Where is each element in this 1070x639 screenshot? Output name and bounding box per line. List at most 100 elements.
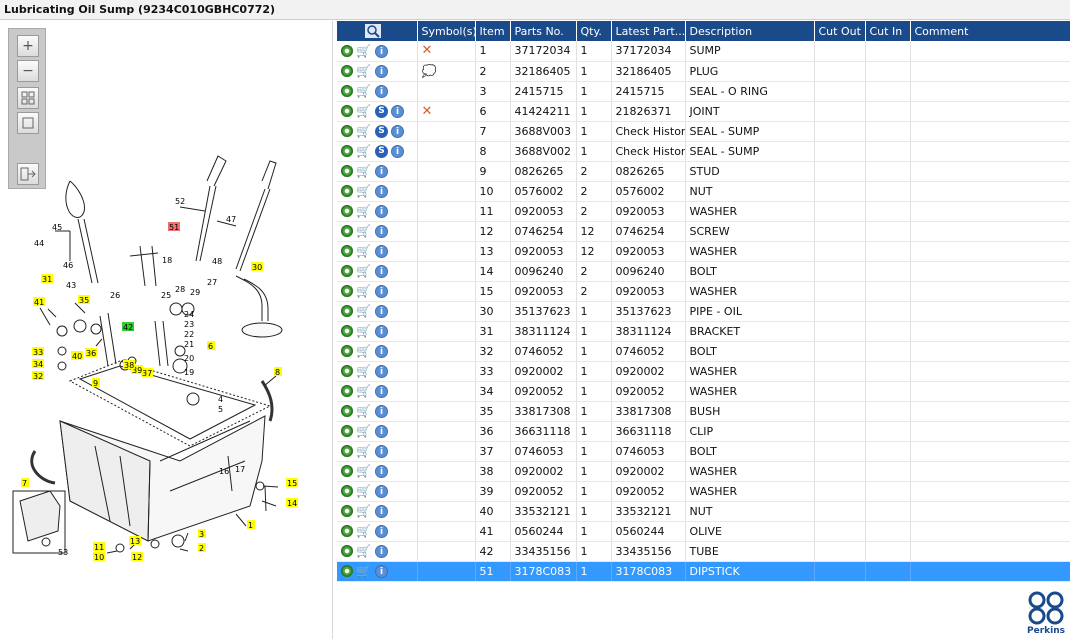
callout-16[interactable]: 16 [219,467,229,476]
note-bubble-icon[interactable]: 💭 [421,64,437,78]
callout-12[interactable]: 12 [132,553,142,562]
callout-1[interactable]: 1 [248,521,253,530]
info-icon[interactable]: i [375,184,388,198]
settings-gear-icon[interactable] [341,85,353,98]
info-icon[interactable]: i [375,324,388,338]
info-icon[interactable]: i [375,64,388,78]
shopping-cart-icon[interactable]: 🛒 [356,183,371,198]
info-icon[interactable]: i [375,404,388,418]
callout-3[interactable]: 3 [199,530,204,539]
shopping-cart-icon[interactable]: 🛒 [356,343,371,358]
callout-21[interactable]: 21 [184,340,194,349]
settings-gear-icon[interactable] [341,105,353,118]
shopping-cart-icon[interactable]: 🛒 [356,263,371,278]
settings-gear-icon[interactable] [341,265,353,278]
column-header[interactable]: Qty. [576,21,612,41]
column-header[interactable]: Parts No. [510,21,577,41]
supersession-s-icon[interactable]: S [375,104,388,118]
column-header[interactable]: Cut Out [814,21,866,41]
shopping-cart-icon[interactable]: 🛒 [356,543,371,558]
info-icon[interactable]: i [375,264,388,278]
settings-gear-icon[interactable] [341,425,353,438]
callout-44[interactable]: 44 [34,239,44,248]
shopping-cart-icon[interactable]: 🛒 [356,203,371,218]
info-icon[interactable]: i [391,104,404,118]
callout-15[interactable]: 15 [287,479,297,488]
supersession-s-icon[interactable]: S [375,144,388,158]
shopping-cart-icon[interactable]: 🛒 [356,143,371,158]
settings-gear-icon[interactable] [341,465,353,478]
settings-gear-icon[interactable] [341,325,353,338]
shopping-cart-icon[interactable]: 🛒 [356,403,371,418]
callout-6[interactable]: 6 [208,342,213,351]
callout-4[interactable]: 4 [218,395,223,404]
callout-11[interactable]: 11 [94,543,104,552]
shopping-cart-icon[interactable]: 🛒 [356,463,371,478]
callout-35[interactable]: 35 [79,296,89,305]
settings-gear-icon[interactable] [341,165,353,178]
callout-33[interactable]: 33 [33,348,43,357]
info-icon[interactable]: i [375,84,388,98]
column-header[interactable]: Item [475,21,511,41]
fit-page-button[interactable] [17,87,39,109]
settings-gear-icon[interactable] [341,525,353,538]
settings-gear-icon[interactable] [341,345,353,358]
info-icon[interactable]: i [391,124,404,138]
info-icon[interactable]: i [375,284,388,298]
callout-13[interactable]: 13 [130,537,140,546]
callout-8[interactable]: 8 [275,368,280,377]
callout-22[interactable]: 22 [184,330,194,339]
info-icon[interactable]: i [375,484,388,498]
callout-26[interactable]: 26 [110,291,120,300]
column-header[interactable]: Symbol(s) [417,21,476,41]
shopping-cart-icon[interactable]: 🛒 [356,443,371,458]
callout-51[interactable]: 51 [169,223,179,232]
shopping-cart-icon[interactable]: 🛒 [356,43,371,58]
column-header[interactable]: Comment [910,21,1070,41]
shopping-cart-icon[interactable]: 🛒 [356,563,371,578]
column-header[interactable]: Latest Part... [611,21,686,41]
settings-gear-icon[interactable] [341,225,353,238]
callout-19[interactable]: 19 [184,368,194,377]
shopping-cart-icon[interactable]: 🛒 [356,483,371,498]
shopping-cart-icon[interactable]: 🛒 [356,223,371,238]
info-icon[interactable]: i [375,224,388,238]
callout-47[interactable]: 47 [226,215,236,224]
settings-gear-icon[interactable] [341,65,353,78]
settings-gear-icon[interactable] [341,125,353,138]
settings-gear-icon[interactable] [341,485,353,498]
info-icon[interactable]: i [391,144,404,158]
info-icon[interactable]: i [375,44,388,58]
info-icon[interactable]: i [375,424,388,438]
shopping-cart-icon[interactable]: 🛒 [356,423,371,438]
callout-9[interactable]: 9 [93,379,98,388]
info-icon[interactable]: i [375,524,388,538]
zoom-in-button[interactable]: + [17,35,39,57]
column-header[interactable]: Description [685,21,815,41]
settings-gear-icon[interactable] [341,245,353,258]
callout-41[interactable]: 41 [34,298,44,307]
info-icon[interactable]: i [375,204,388,218]
callout-18[interactable]: 18 [162,256,172,265]
info-icon[interactable]: i [375,364,388,378]
shopping-cart-icon[interactable]: 🛒 [356,323,371,338]
callout-25[interactable]: 25 [161,291,171,300]
